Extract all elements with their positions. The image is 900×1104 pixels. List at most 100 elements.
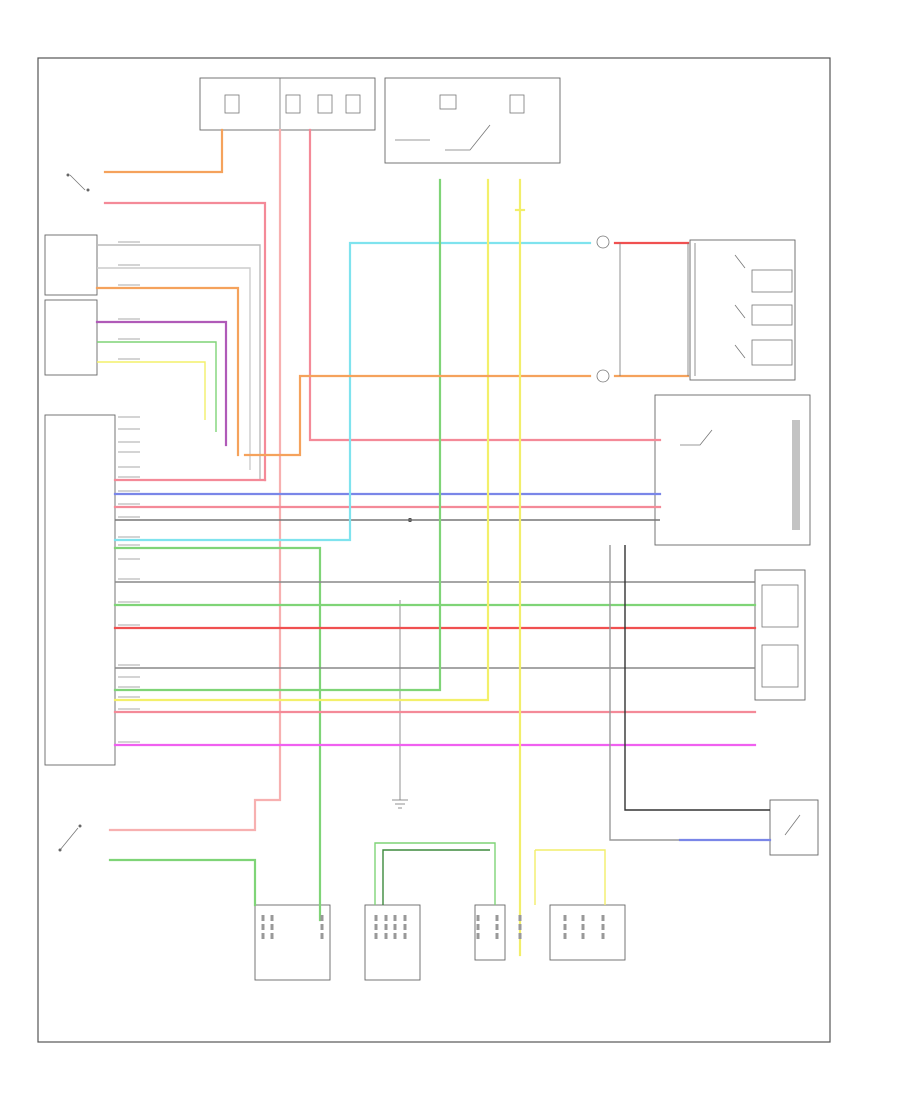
wire-orange-top xyxy=(103,128,224,174)
switch-symbol xyxy=(445,124,491,151)
fuse-box-left-outline xyxy=(199,77,376,131)
connector-pin xyxy=(374,915,378,921)
connector-pin xyxy=(495,915,499,921)
connector-pin xyxy=(563,924,567,930)
connector-block-b xyxy=(44,299,98,376)
control-module-left xyxy=(44,414,116,766)
wire-cyan xyxy=(113,241,592,542)
connector-pin xyxy=(601,924,605,930)
switch-symbol xyxy=(784,814,801,836)
connector-pin xyxy=(384,933,388,939)
annotation-ticks xyxy=(118,241,140,743)
connector-pin xyxy=(270,924,274,930)
connector-pin xyxy=(374,924,378,930)
wire-green-vertical xyxy=(113,178,442,692)
sensor-left xyxy=(254,904,331,981)
connector-pin xyxy=(518,924,522,930)
connector-block-a xyxy=(44,234,98,296)
wire-yellow-harness xyxy=(97,361,206,420)
fuse-symbol xyxy=(285,94,301,114)
wire-green-bottom xyxy=(374,842,496,905)
wire-black-right xyxy=(624,545,770,811)
connector-pin xyxy=(393,924,397,930)
sensor-module-right xyxy=(754,569,806,701)
connector-pin xyxy=(403,924,407,930)
switch-symbol xyxy=(69,174,86,191)
sensor-mid xyxy=(474,904,506,961)
connector-pin xyxy=(393,933,397,939)
wire-orange-mid xyxy=(243,374,592,457)
switch-symbol xyxy=(734,304,746,319)
control-module-right-outline xyxy=(654,394,811,546)
switch-upper-left xyxy=(66,173,90,192)
connector-pin xyxy=(384,924,388,930)
wire-green-lower-left xyxy=(108,858,257,907)
connector-pin xyxy=(563,915,567,921)
lamp-symbol xyxy=(596,235,610,249)
connector-pin xyxy=(476,915,480,921)
wire-gray xyxy=(97,244,261,480)
connector-pin xyxy=(320,924,324,930)
fuse-box-left xyxy=(199,77,376,131)
wire-yellow-vertical xyxy=(113,178,490,702)
switch-module-right xyxy=(689,239,796,381)
connector-pin xyxy=(270,915,274,921)
connector-pin xyxy=(261,933,265,939)
control-module-right xyxy=(654,394,811,546)
connector-pin xyxy=(403,915,407,921)
relay-box-right-outline xyxy=(384,77,561,164)
connector-pin xyxy=(495,933,499,939)
connector-pin xyxy=(403,933,407,939)
relay-box-right xyxy=(384,77,561,164)
connector-pin xyxy=(320,915,324,921)
splice-ground-center xyxy=(392,518,412,809)
fuse-symbol xyxy=(345,94,361,114)
connector-pin xyxy=(495,924,499,930)
wire-pink-left xyxy=(103,201,267,482)
bottom-sensors xyxy=(254,904,626,981)
switch-lower-right-outline xyxy=(769,799,819,856)
wire-gray xyxy=(97,267,251,470)
relay-coil xyxy=(439,94,457,110)
switch-symbol xyxy=(680,429,713,446)
sensor-module-outline xyxy=(754,569,806,701)
switch-lower-left xyxy=(58,824,82,852)
connector-pin xyxy=(261,924,265,930)
lamp-symbol xyxy=(596,369,610,383)
wire-green-down xyxy=(113,546,322,922)
wire-red-long xyxy=(108,128,282,832)
connector-pin xyxy=(563,933,567,939)
fuse-symbol xyxy=(317,94,333,114)
connector-pin xyxy=(393,915,397,921)
switch-symbol xyxy=(734,344,746,359)
connector-pin xyxy=(581,924,585,930)
connector-pin xyxy=(518,915,522,921)
connector-pin xyxy=(581,933,585,939)
wire-group xyxy=(95,128,772,957)
connector-pin xyxy=(261,915,265,921)
sensor-mid-left xyxy=(364,904,421,981)
relay-coil xyxy=(509,94,525,114)
connector-pin xyxy=(476,933,480,939)
diagram-frame xyxy=(37,57,831,1043)
connector-pin xyxy=(320,933,324,939)
connector-pin xyxy=(476,924,480,930)
connector-pin xyxy=(518,933,522,939)
fuse-symbol xyxy=(224,94,240,114)
switch-symbol xyxy=(59,827,79,851)
connector-pin xyxy=(384,915,388,921)
connector-pins xyxy=(261,915,605,939)
connector-pin xyxy=(270,933,274,939)
sensor-right xyxy=(549,904,626,961)
wire-violet-harness xyxy=(95,320,228,447)
connector-pin xyxy=(581,915,585,921)
wire-pink-center xyxy=(308,128,662,442)
switch-symbol xyxy=(734,254,746,269)
wire-green-harness xyxy=(97,341,217,432)
wire-orange-harness xyxy=(95,286,240,457)
switch-module-outline xyxy=(689,239,796,381)
connector-pin xyxy=(374,933,378,939)
connector-pin xyxy=(601,933,605,939)
